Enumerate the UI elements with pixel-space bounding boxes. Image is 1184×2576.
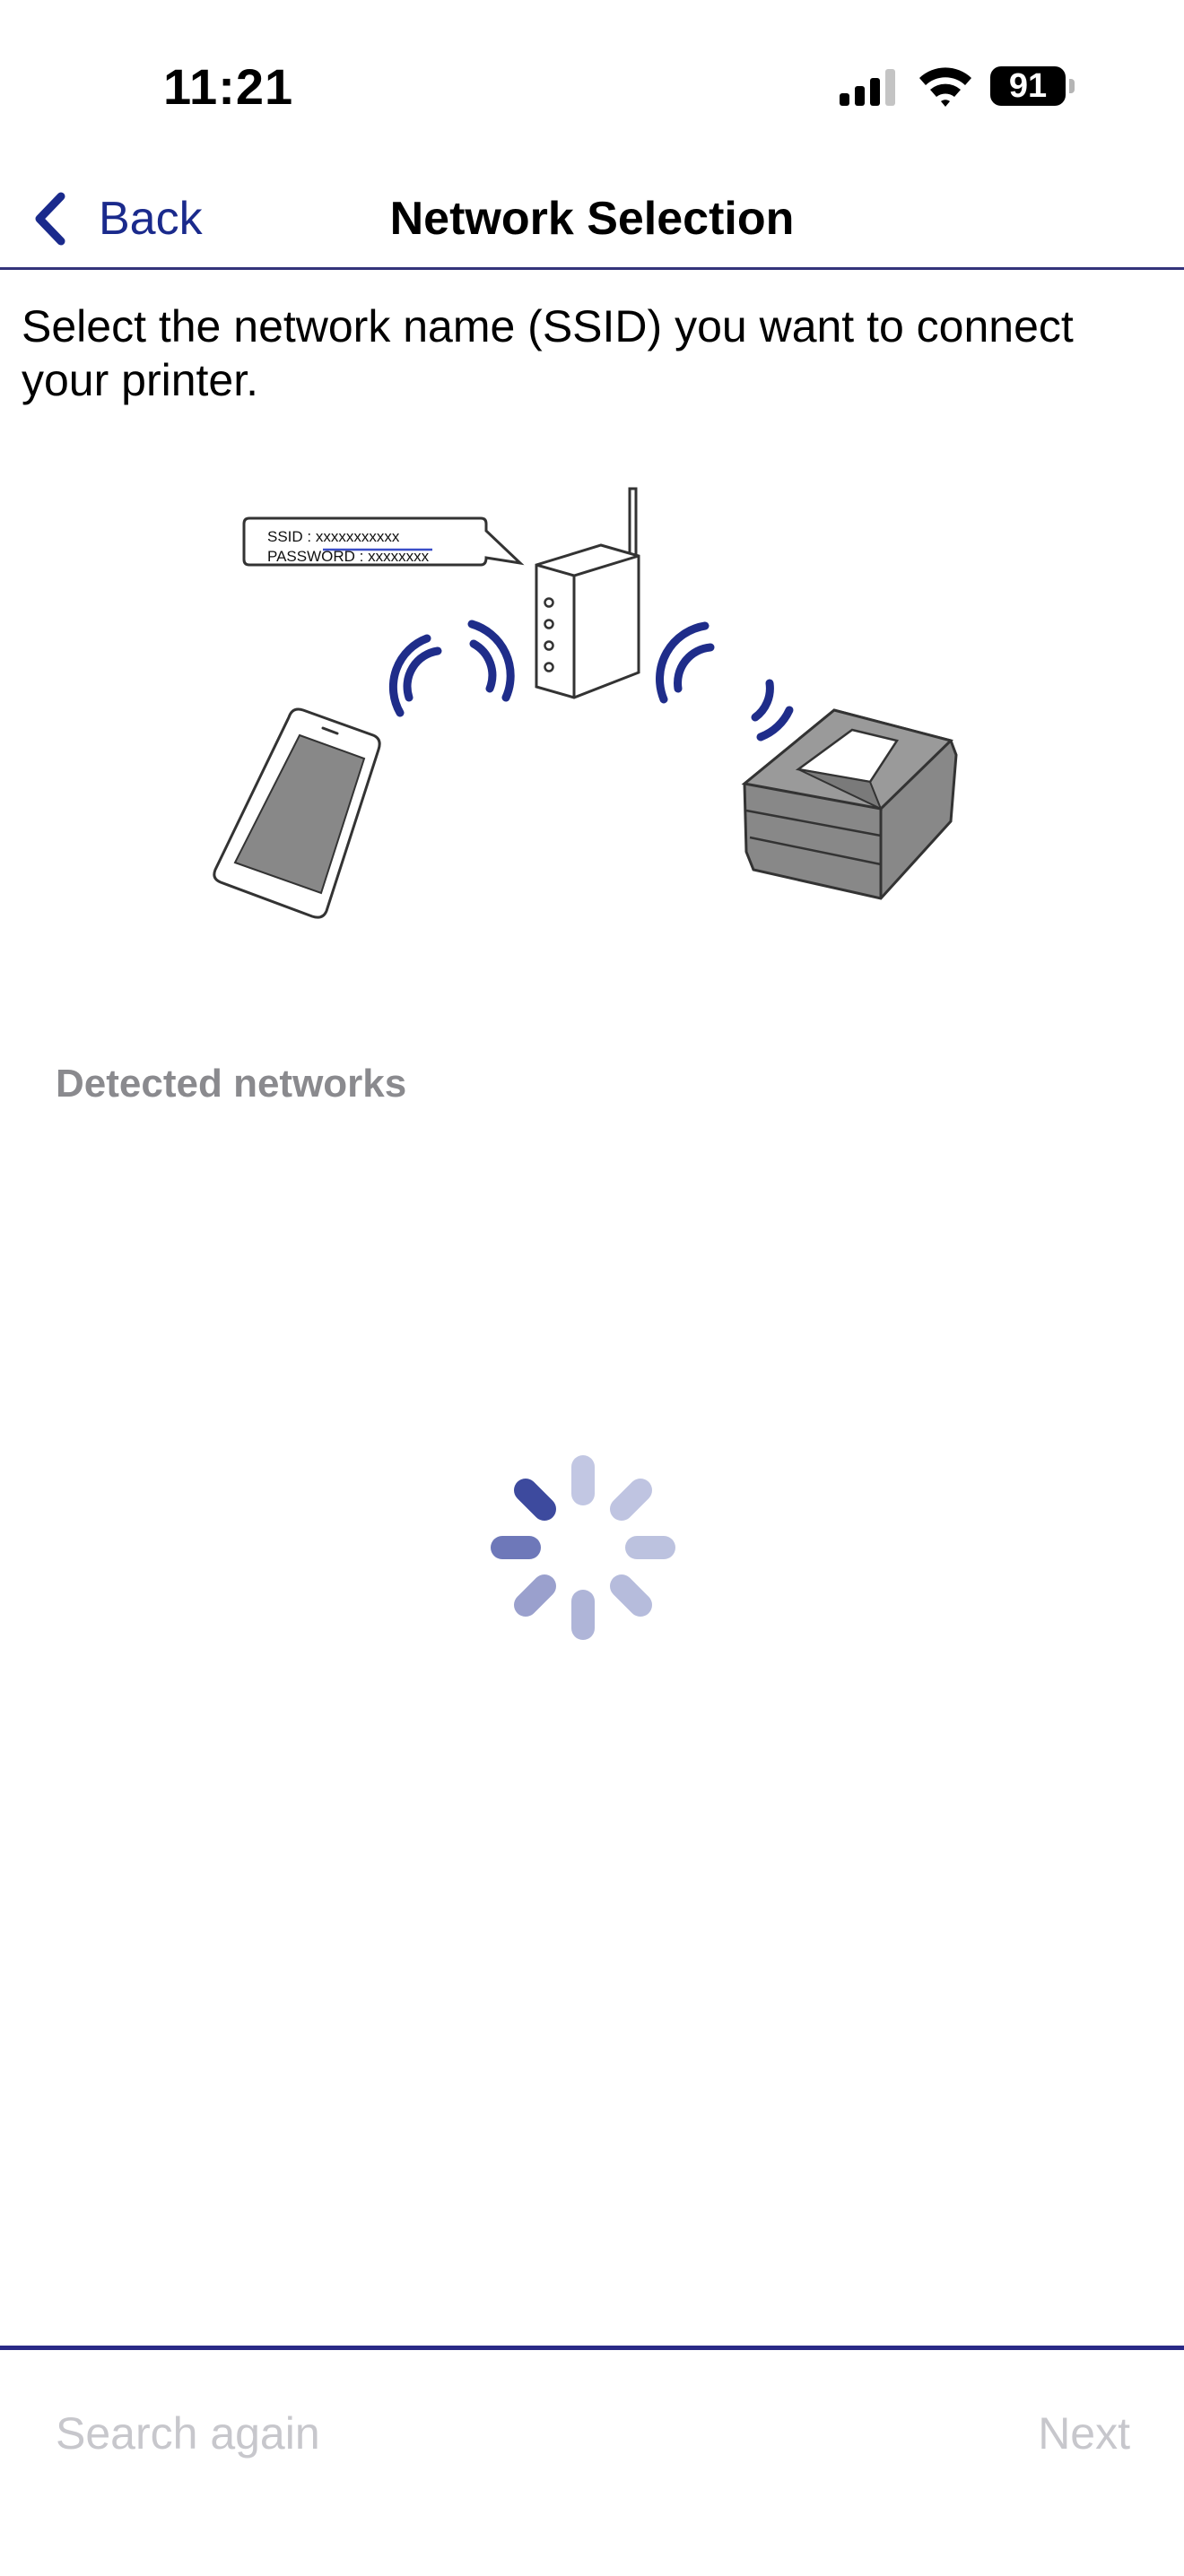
password-label: PASSWORD : xxxxxxxx — [267, 548, 430, 565]
wireless-waves-icon-2 — [656, 621, 794, 742]
back-label: Back — [99, 193, 203, 245]
smartphone-icon — [213, 707, 381, 919]
bottom-toolbar: Search again Next — [0, 2346, 1184, 2576]
navigation-bar: Network Selection Back — [0, 170, 1184, 270]
status-bar: 11:21 91 — [0, 0, 1184, 170]
status-time: 11:21 — [163, 58, 294, 115]
loading-spinner-icon — [491, 1455, 675, 1640]
search-again-button[interactable]: Search again — [56, 2408, 320, 2459]
back-button[interactable]: Back — [32, 183, 203, 255]
instruction-text: Select the network name (SSID) you want … — [22, 301, 1074, 405]
router-icon — [535, 487, 640, 699]
ssid-speech-bubble: SSID : xxxxxxxxxxx PASSWORD : xxxxxxxx — [242, 516, 525, 567]
ssid-label: SSID : xxxxxxxxxxx — [267, 528, 400, 545]
chevron-left-icon — [35, 192, 65, 246]
next-button[interactable]: Next — [1038, 2408, 1130, 2459]
detected-networks-header: Detected networks — [56, 1062, 407, 1106]
battery-indicator: 91 — [990, 66, 1076, 106]
printer-icon — [741, 708, 958, 900]
network-illustration: SSID : xxxxxxxxxxx PASSWORD : xxxxxxxx — [213, 487, 958, 919]
page-title: Network Selection — [389, 193, 795, 245]
wireless-waves-icon — [388, 620, 515, 717]
battery-cap — [1069, 79, 1075, 93]
battery-icon — [990, 66, 1066, 106]
battery-level: 91 — [1008, 67, 1048, 105]
wifi-icon — [919, 67, 971, 107]
cellular-signal-icon — [840, 69, 895, 106]
